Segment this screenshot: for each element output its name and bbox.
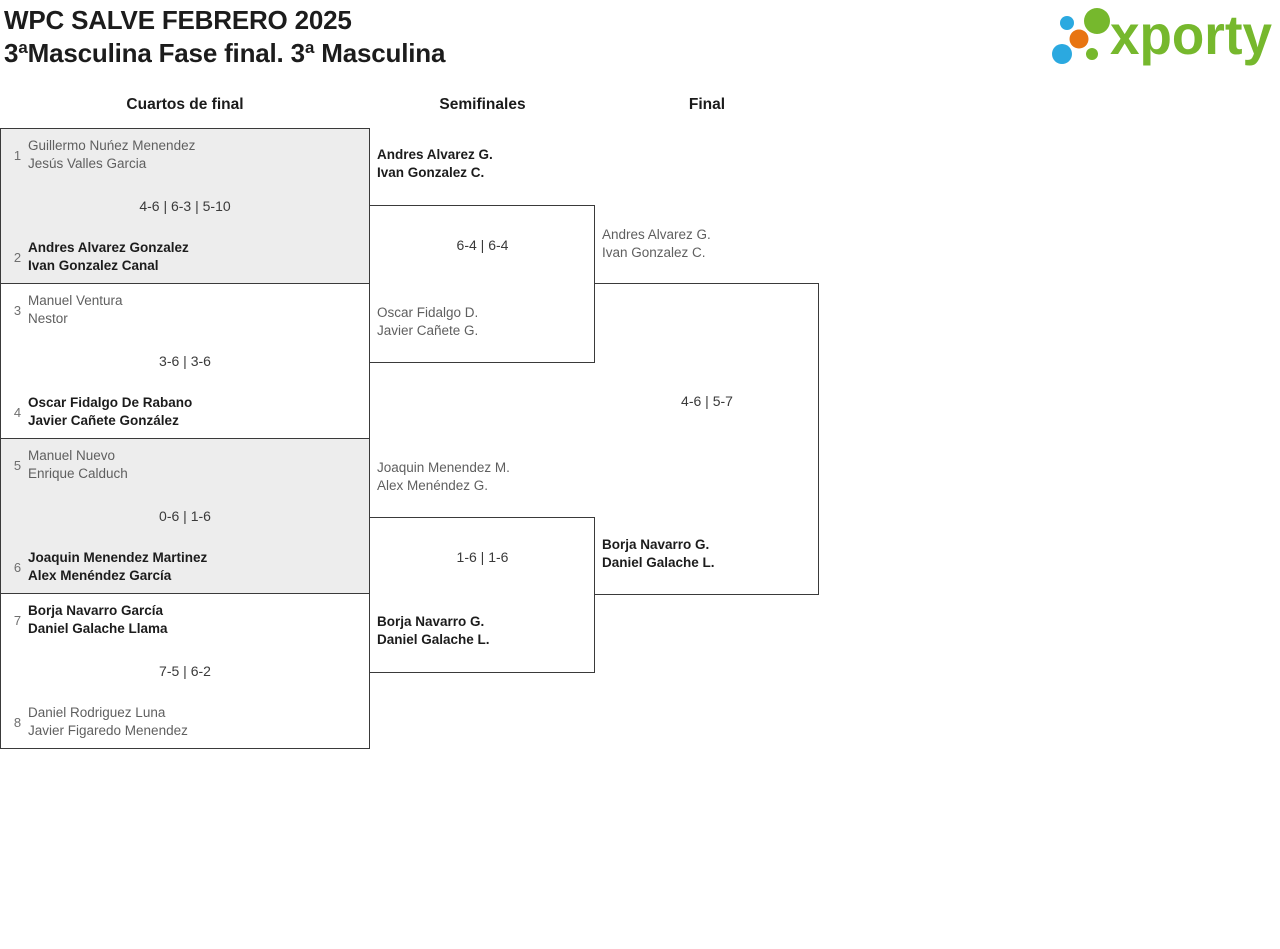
match-box-qf4[interactable]: 7 Borja Navarro García Daniel Galache Ll… <box>0 593 370 749</box>
player-name: Daniel Galache L. <box>377 632 490 647</box>
seed-number: 5 <box>13 457 22 473</box>
seed-number: 3 <box>13 302 22 318</box>
match-box-qf3[interactable]: 5 Manuel Nuevo Enrique Calduch 0-6 | 1-6… <box>0 438 370 594</box>
qf3-bottom-team: 6 Joaquin Menendez Martinez Alex Menénde… <box>7 549 365 585</box>
round-header-quarterfinals: Cuartos de final <box>126 96 244 113</box>
seed-number: 7 <box>13 612 22 628</box>
sf2-bottom-team: Borja Navarro G. Daniel Galache L. <box>377 613 490 649</box>
player-name: Ivan Gonzalez C. <box>377 165 485 180</box>
match-box-sf1[interactable] <box>370 205 595 363</box>
seed-number: 2 <box>13 249 22 265</box>
player-name: Nestor <box>28 311 68 326</box>
tournament-title: WPC SALVE FEBRERO 2025 <box>4 5 352 35</box>
qf1-top-team: 1 Guillermo Nuńez Menendez Jesús Valles … <box>7 137 365 173</box>
round-header-semifinals: Semifinales <box>439 96 526 113</box>
qf1-bottom-team: 2 Andres Alvarez Gonzalez Ivan Gonzalez … <box>7 239 365 275</box>
player-name: Manuel Ventura <box>28 293 123 308</box>
player-name: Javier Cañete González <box>28 413 179 428</box>
player-name: Oscar Fidalgo De Rabano <box>28 395 193 410</box>
qf3-top-team: 5 Manuel Nuevo Enrique Calduch <box>7 447 365 483</box>
player-name: Guillermo Nuńez Menendez <box>28 138 196 153</box>
xporty-wordmark: xporty <box>1110 3 1272 66</box>
sf1-bottom-team: Oscar Fidalgo D. Javier Cañete G. <box>377 304 478 340</box>
player-name: Javier Cañete G. <box>377 323 479 338</box>
category-subtitle: 3ªMasculina Fase final. 3ª Masculina <box>4 38 446 68</box>
qf2-score: 3-6 | 3-6 <box>159 353 211 369</box>
seed-number: 1 <box>13 147 22 163</box>
qf4-score: 7-5 | 6-2 <box>159 663 211 679</box>
round-header-final: Final <box>688 96 726 113</box>
player-name: Borja Navarro G. <box>377 614 485 629</box>
xporty-dots-icon <box>1052 8 1110 64</box>
qf2-top-team: 3 Manuel Ventura Nestor <box>7 292 365 328</box>
final-score: 4-6 | 5-7 <box>681 393 733 409</box>
sf1-top-team: Andres Alvarez G. Ivan Gonzalez C. <box>377 146 493 182</box>
player-name: Jesús Valles Garcia <box>28 156 147 171</box>
player-name: Manuel Nuevo <box>28 448 116 463</box>
player-name: Borja Navarro G. <box>602 537 710 552</box>
seed-number: 8 <box>13 714 22 730</box>
qf3-score: 0-6 | 1-6 <box>159 508 211 524</box>
sf2-score: 1-6 | 1-6 <box>456 549 509 565</box>
player-name: Ivan Gonzalez C. <box>602 245 706 260</box>
player-name: Alex Menéndez García <box>28 568 172 583</box>
sf2-top-team: Joaquin Menendez M. Alex Menéndez G. <box>377 459 510 495</box>
seed-number: 4 <box>13 404 22 420</box>
player-name: Andres Alvarez G. <box>377 147 493 162</box>
final-bottom-team: Borja Navarro G. Daniel Galache L. <box>602 536 715 572</box>
match-box-sf2[interactable] <box>370 517 595 673</box>
match-box-qf2[interactable]: 3 Manuel Ventura Nestor 3-6 | 3-6 4 Osca… <box>0 283 370 439</box>
player-name: Enrique Calduch <box>28 466 128 481</box>
sf1-score: 6-4 | 6-4 <box>456 237 509 253</box>
player-name: Daniel Galache Llama <box>28 621 168 636</box>
player-name: Alex Menéndez G. <box>377 478 489 493</box>
player-name: Joaquin Menendez Martinez <box>28 550 208 565</box>
qf2-bottom-team: 4 Oscar Fidalgo De Rabano Javier Cañete … <box>7 394 365 430</box>
player-name: Daniel Rodriguez Luna <box>28 705 166 720</box>
xporty-logo[interactable]: xporty <box>1048 2 1278 70</box>
match-box-qf1[interactable]: 1 Guillermo Nuńez Menendez Jesús Valles … <box>0 128 370 284</box>
seed-number: 6 <box>13 559 22 575</box>
page-header: WPC SALVE FEBRERO 2025 3ªMasculina Fase … <box>4 4 445 70</box>
final-top-team: Andres Alvarez G. Ivan Gonzalez C. <box>602 226 711 262</box>
player-name: Borja Navarro García <box>28 603 164 618</box>
player-name: Ivan Gonzalez Canal <box>28 258 159 273</box>
player-name: Joaquin Menendez M. <box>377 460 510 475</box>
player-name: Daniel Galache L. <box>602 555 715 570</box>
match-box-final[interactable] <box>595 283 819 595</box>
player-name: Andres Alvarez G. <box>602 227 711 242</box>
qf1-score: 4-6 | 6-3 | 5-10 <box>139 198 231 214</box>
player-name: Oscar Fidalgo D. <box>377 305 479 320</box>
qf4-bottom-team: 8 Daniel Rodriguez Luna Javier Figaredo … <box>7 704 365 740</box>
player-name: Andres Alvarez Gonzalez <box>28 240 189 255</box>
qf4-top-team: 7 Borja Navarro García Daniel Galache Ll… <box>7 602 365 638</box>
player-name: Javier Figaredo Menendez <box>28 723 188 738</box>
